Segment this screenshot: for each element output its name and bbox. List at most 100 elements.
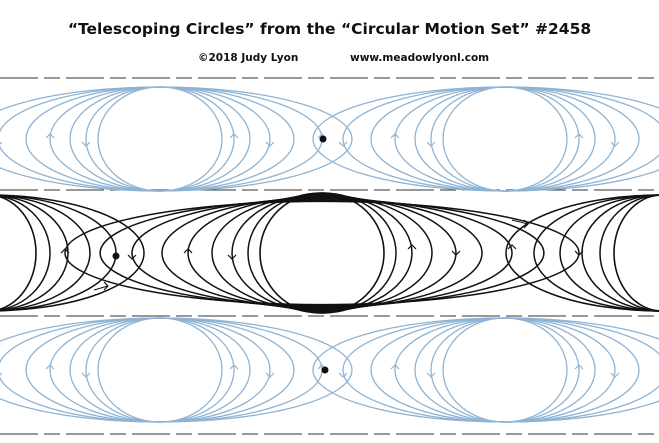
telescoping-arc — [159, 86, 271, 192]
telescoping-arc — [159, 317, 295, 423]
telescoping-arc — [370, 86, 506, 192]
arrow-head — [338, 141, 348, 147]
website-text: www.meadowlyonl.com — [350, 52, 490, 64]
telescoping-arc — [342, 317, 506, 423]
arrow-head — [574, 133, 584, 139]
telescoping-arc — [342, 86, 506, 192]
telescoping-arc — [581, 194, 659, 312]
bottom-row-pattern — [0, 317, 659, 423]
telescoping-arc — [504, 317, 580, 423]
arrow-head — [45, 133, 55, 139]
telescoping-arc — [0, 86, 161, 192]
telescoping-arc — [504, 317, 659, 423]
telescoping-arc — [312, 317, 506, 423]
center-circle — [442, 86, 568, 192]
arrow-head — [451, 250, 461, 256]
telescoping-arc — [504, 317, 616, 423]
telescoping-arc — [131, 198, 323, 308]
arrow-head — [610, 141, 620, 147]
telescoping-arc — [49, 317, 161, 423]
telescoping-arc — [414, 86, 506, 192]
page-title: “Telescoping Circles” from the “Circular… — [67, 20, 592, 38]
center-circle — [97, 317, 223, 423]
double-arrow — [93, 285, 109, 291]
arrow-head — [0, 372, 3, 376]
side-circle — [613, 194, 659, 312]
telescoping-arc — [394, 317, 506, 423]
telescoping-arc — [504, 86, 640, 192]
telescoping-arc — [0, 317, 161, 423]
arrow-head — [229, 133, 239, 139]
telescoping-arc — [504, 86, 659, 192]
telescoping-arc — [85, 317, 161, 423]
telescoping-arc — [0, 194, 69, 312]
arrow-head — [610, 372, 620, 378]
telescoping-arc — [159, 86, 251, 192]
double-arrow — [523, 219, 529, 229]
double-arrow — [511, 219, 529, 225]
arrow-head — [265, 372, 275, 378]
telescoping-arc — [321, 200, 580, 306]
arrow-head — [390, 364, 400, 370]
telescoping-arc — [161, 197, 323, 309]
telescoping-arc — [504, 86, 616, 192]
telescoping-arc — [394, 86, 506, 192]
junction-dot — [112, 252, 120, 260]
arrow-head — [426, 141, 436, 147]
telescoping-arc — [159, 86, 353, 192]
telescoping-arc — [49, 86, 161, 192]
arrow-head — [265, 141, 275, 147]
arrow-head — [390, 133, 400, 139]
arrow-head — [127, 254, 137, 260]
telescoping-arc — [321, 199, 545, 307]
arrow-head — [0, 141, 3, 145]
top-row-pattern — [0, 86, 659, 192]
telescoping-arc — [69, 317, 161, 423]
telescoping-arc — [430, 317, 506, 423]
junction-dot — [321, 366, 329, 374]
telescoping-arc — [599, 194, 659, 312]
telescoping-arc — [321, 198, 513, 308]
telescoping-arc — [504, 317, 640, 423]
arrow-head — [229, 364, 239, 370]
telescoping-arc — [414, 317, 506, 423]
arrow-head — [507, 244, 517, 250]
telescoping-arc — [504, 317, 596, 423]
telescoping-arc — [505, 194, 659, 312]
center-circle — [442, 317, 568, 423]
arrow-head — [407, 244, 417, 250]
telescoping-arc — [69, 86, 161, 192]
telescoping-arc — [0, 317, 161, 423]
telescoping-arc — [159, 317, 251, 423]
telescoping-arc — [312, 86, 506, 192]
telescoping-arc — [159, 317, 235, 423]
junction-dot — [319, 135, 327, 143]
telescoping-arc — [0, 194, 145, 312]
telescoping-arc — [559, 194, 659, 312]
telescoping-arc — [504, 317, 659, 423]
telescoping-arc — [159, 86, 295, 192]
arrow-head — [183, 248, 193, 254]
center-circle — [97, 86, 223, 192]
telescoping-arc — [159, 86, 235, 192]
telescoping-arc — [504, 86, 580, 192]
copyright-text: ©2018 Judy Lyon — [198, 52, 299, 64]
arrow-head — [81, 372, 91, 378]
arrow-head — [227, 254, 237, 260]
side-circle — [0, 196, 37, 310]
telescoping-arc — [25, 317, 161, 423]
arrow-head — [81, 141, 91, 147]
telescoping-arc — [0, 195, 51, 311]
telescoping-arc — [504, 86, 659, 192]
arrow-head — [338, 372, 348, 378]
telescoping-arc — [504, 86, 596, 192]
telescoping-arc — [85, 86, 161, 192]
center-circle — [259, 192, 385, 314]
telescoping-arc — [0, 86, 161, 192]
telescoping-arc — [430, 86, 506, 192]
telescoping-arc — [159, 317, 271, 423]
arrow-head — [574, 364, 584, 370]
telescoping-arc — [370, 317, 506, 423]
arrow-head — [45, 364, 55, 370]
